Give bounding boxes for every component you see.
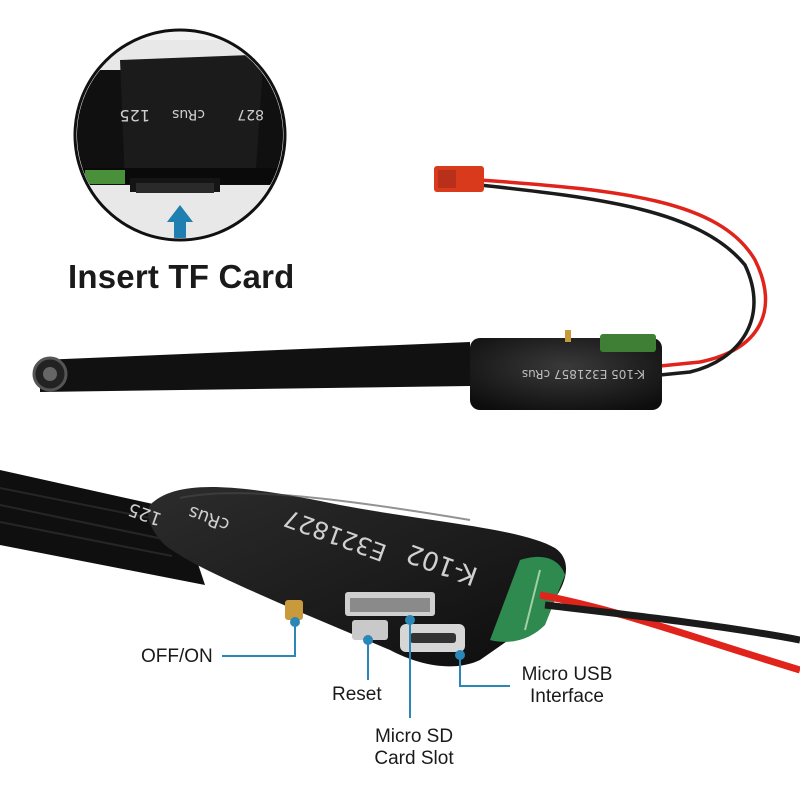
zoom-marking-left: 125 bbox=[119, 106, 150, 125]
callout-micro-usb-line1: Micro USB bbox=[521, 664, 613, 685]
zoom-marking-right: 827 bbox=[237, 106, 264, 122]
callout-off-on: OFF/ON bbox=[141, 646, 213, 667]
callout-reset: Reset bbox=[332, 684, 382, 705]
callout-lines bbox=[222, 615, 510, 718]
callout-micro-sd: Micro SD Card Slot bbox=[364, 726, 464, 770]
zoom-marking-mid: cRus bbox=[172, 106, 205, 122]
arrow-up-icon bbox=[167, 205, 193, 238]
callout-micro-sd-line1: Micro SD bbox=[374, 726, 454, 747]
zoom-inset: 125 cRus 827 bbox=[73, 28, 287, 242]
callout-micro-sd-line2: Card Slot bbox=[374, 748, 454, 769]
page-title: Insert TF Card bbox=[68, 258, 295, 295]
small-module: K-105 E321857 cRus bbox=[32, 166, 768, 410]
callout-micro-usb: Micro USB Interface bbox=[512, 664, 622, 708]
callout-micro-usb-line2: Interface bbox=[530, 686, 604, 707]
large-module: K-102 E321827 cRus 125 bbox=[0, 470, 800, 674]
small-module-markings: K-105 E321857 cRus bbox=[522, 367, 645, 381]
